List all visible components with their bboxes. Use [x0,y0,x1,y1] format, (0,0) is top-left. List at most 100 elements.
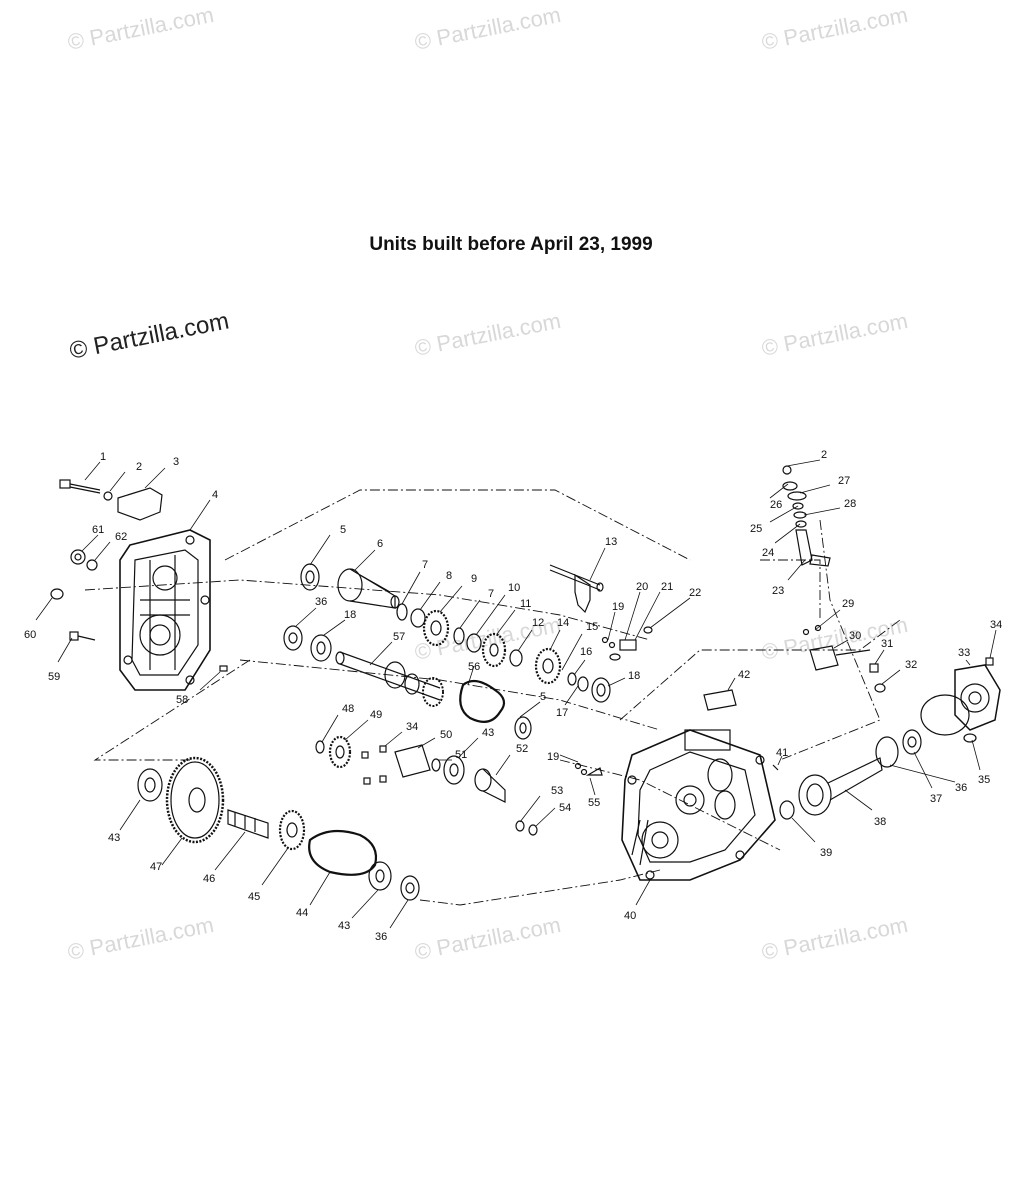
gasket-42 [703,689,737,711]
callout-label: 46 [203,873,215,885]
callout-label: 3 [173,456,179,468]
callout-label: 16 [580,646,592,658]
shift-fork-13 [549,564,604,614]
bearing-39 [779,800,795,820]
shift-shaft-stack [782,465,831,567]
callout-label: 47 [150,861,162,873]
callout-label: 62 [115,531,127,543]
callout-label: 33 [958,647,970,659]
detent-parts-19-22 [601,626,653,661]
input-shaft-6 [337,568,400,609]
callout-label: 56 [468,661,480,673]
callout-label: 18 [344,609,356,621]
callout-labels: 1 2 3 4 5 6 7 8 9 7 10 11 12 14 15 16 17… [24,449,1002,943]
washer-2 [103,491,113,501]
sprocket-47 [165,756,225,844]
bearing-18 [310,634,332,662]
shaft-46 [227,809,269,839]
callout-label: 41 [776,747,788,759]
callout-label: 31 [881,638,893,650]
output-shaft-38 [798,757,883,816]
callout-label: 10 [508,582,520,594]
callout-label: 61 [92,524,104,536]
washer-62 [86,559,98,571]
callout-label: 7 [488,588,494,600]
callout-label: 5 [540,691,546,703]
callout-leaders [35,459,997,929]
bolt-34-right [985,657,994,666]
callout-label: 6 [377,538,383,550]
washer-8 [410,608,426,628]
callout-label: 34 [406,721,418,733]
callout-label: 36 [375,931,387,943]
callout-label: 19 [612,601,624,613]
ring-53 [515,820,525,832]
main-case-40 [621,729,776,881]
sprocket-45 [278,809,306,851]
callout-label: 12 [532,617,544,629]
callout-label: 11 [520,598,531,610]
bearing-36-bottom [400,875,420,901]
callout-label: 55 [588,797,600,809]
callout-label: 27 [838,475,850,487]
bolts-34 [361,745,387,785]
ring-16 [567,672,577,686]
callout-label: 53 [551,785,563,797]
callout-label: 15 [586,621,598,633]
callout-label: 36 [955,782,967,794]
callout-label: 52 [516,743,528,755]
bearing-36 [283,625,303,651]
ring-37 [875,736,899,768]
callout-label: 26 [770,499,782,511]
pin-58 [219,665,228,672]
assembly-guide-lines [84,489,901,906]
callout-label: 30 [849,630,861,642]
gear-9 [422,609,450,647]
washer-17 [577,676,589,692]
bearing-43-mid [443,755,465,785]
callout-label: 45 [248,891,260,903]
bearing-43-bottom [368,861,392,891]
callout-label: 60 [24,629,36,641]
callout-label: 18 [628,670,640,682]
callout-label: 8 [446,570,452,582]
sprocket-49 [328,735,352,769]
washer-10 [466,633,482,653]
nut-61 [70,549,86,565]
gear-14 [534,647,562,685]
bolt-1 [59,479,101,494]
callout-label: 5 [340,524,346,536]
seal-60 [50,588,64,600]
o-ring-35 [920,694,970,736]
callout-label: 42 [738,669,750,681]
callout-label: 2 [821,449,827,461]
shaft-52 [474,768,506,803]
callout-label: 40 [624,910,636,922]
ring-54 [528,824,538,836]
callout-label: 20 [636,581,648,593]
callout-label: 22 [689,587,701,599]
callout-label: 28 [844,498,856,510]
callout-label: 21 [661,581,673,593]
ring-51 [431,758,441,772]
callout-label: 4 [212,489,218,501]
diagram-title: Units built before April 23, 1999 [369,234,653,255]
callout-label: 54 [559,802,571,814]
left-case-cover [119,529,211,691]
callout-label: 35 [978,774,990,786]
callout-label: 43 [108,832,120,844]
callout-label: 25 [750,523,762,535]
callout-label: 50 [440,729,452,741]
callout-label: 36 [315,596,327,608]
callout-label: 38 [874,816,886,828]
callout-label: 29 [842,598,854,610]
callout-label: 43 [338,920,350,932]
callout-label: 13 [605,536,617,548]
callout-label: 39 [820,847,832,859]
ring-7 [396,603,408,621]
callout-label: 23 [772,585,784,597]
callout-label: 51 [455,749,467,761]
chain-44 [308,829,378,876]
